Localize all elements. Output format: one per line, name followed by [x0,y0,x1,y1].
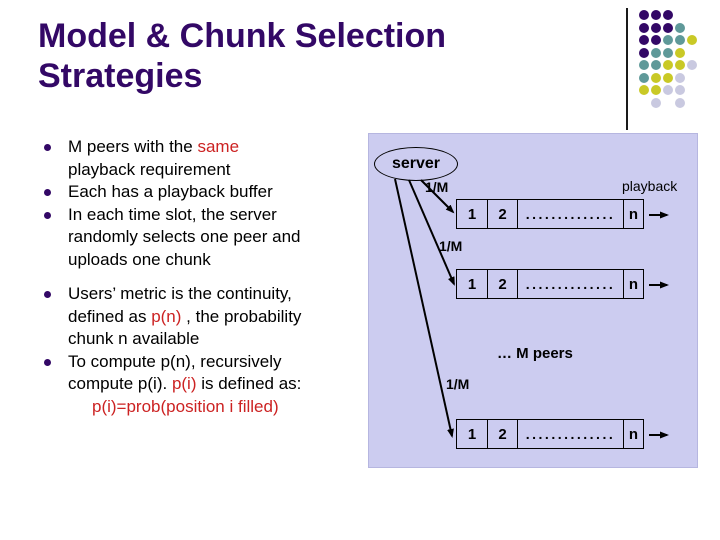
bullet-marker-icon [44,189,51,196]
decoration-dot-icon [663,35,673,45]
decoration-dot-icon [663,60,673,70]
decoration-dot-icon [663,10,673,20]
decorative-dot-grid [639,10,709,120]
m-peers-label: … M peers [497,345,573,362]
bullet-text-line: chunk n available [68,329,200,348]
bullet-item: Users’ metric is the continuity, defined … [44,283,302,351]
buffer-cell: n [628,425,639,443]
decoration-dot-icon [675,72,685,83]
decoration-dot-icon [675,35,685,45]
diagram-arrows [394,178,669,439]
decoration-dot-icon [687,35,697,45]
bullet-text-line: In each time slot, the server [68,204,277,224]
decoration-dot-icon [639,10,649,20]
bullet-text-line: uploads one chunk [68,249,211,269]
decoration-dot-icon [663,22,673,33]
decoration-dot-icon [675,22,685,33]
bullet-text-line: defined as p(n) , the probability [68,306,302,326]
decoration-dot-icon [675,85,685,95]
bullet-marker-icon [44,144,51,151]
buffer-cell: n [628,275,639,293]
decoration-dot-icon [675,60,685,70]
decoration-dot-icon [651,10,661,20]
bullet-text-line: randomly selects one peer and [68,227,301,246]
decoration-dot-icon [663,72,673,83]
playback-label: playback [622,178,678,194]
server-to-peer3-arrow [394,178,454,438]
bullet-item: Each has a playback buffer [44,181,301,204]
decoration-dot-icon [651,97,661,108]
server-node: server [374,147,458,181]
buffer-cell: 2 [488,420,518,448]
buffer-cell: 1 [457,420,488,448]
bullet-text-line: To compute p(n), recursively [68,351,282,371]
decoration-dot-icon [651,60,661,70]
bullet-text-line: M peers with the same [68,137,240,156]
decorative-vertical-line [626,8,628,130]
decoration-dot-icon [675,47,685,58]
decoration-dot-icon [639,85,649,95]
decoration-dot-icon [651,72,661,83]
decoration-dot-icon [651,47,661,58]
bullet-marker-icon [44,211,51,219]
buffer-cell: 2 [488,270,518,298]
bullet-text-line: Each has a playback buffer [68,182,273,201]
decoration-dot-icon [639,35,649,45]
server-to-peer2-arrow [408,179,455,286]
server-label: server [391,155,441,172]
buffer-cell-dots: .............. [518,270,624,298]
buffer-cell: 1 [457,200,488,228]
decoration-dot-icon [651,22,661,33]
decoration-dot-icon [651,35,661,45]
decoration-dot-icon [639,22,649,33]
decoration-dot-icon [639,47,649,58]
buffer-cell-dots: .............. [518,420,624,448]
decoration-dot-icon [639,72,649,83]
decoration-dot-icon [675,97,685,108]
buffer-cell: n [628,205,639,223]
bullet-item: M peers with the same playback requiremen… [44,136,301,181]
server-to-peer1-arrow [420,179,455,214]
bullet-item: To compute p(n), recursively compute p(i)… [44,351,302,419]
bullet-text-line: compute p(i). p(i) is defined as: [68,374,302,393]
rate-label-1: 1/M [425,179,449,195]
buffer-cell: 2 [488,200,518,228]
decoration-dot-icon [663,47,673,58]
decoration-dot-icon [651,85,661,95]
bullet-text-line: p(i)=prob(position i filled) [92,396,279,416]
bullet-marker-icon [44,358,51,366]
bullet-list: M peers with the same playback requiremen… [44,136,302,419]
title-line-2: Strategies [38,57,203,95]
decoration-dot-icon [639,60,649,70]
title-line-1: Model & Chunk Selection [38,17,447,55]
rate-label-2: 1/M [439,238,463,254]
decoration-dot-icon [663,85,673,95]
bullet-item: In each time slot, the server randomly se… [44,204,301,272]
page-title: Model & Chunk Selection Strategies [38,16,446,96]
buffer-cell-dots: .............. [518,200,624,228]
bullet-text-line: playback requirement [68,159,231,179]
bullet-text-line: Users’ metric is the continuity, [68,284,292,303]
buffer-cell: 1 [457,270,488,298]
decoration-dot-icon [687,60,697,70]
bullet-marker-icon [44,291,51,298]
rate-label-3: 1/M [446,376,470,392]
